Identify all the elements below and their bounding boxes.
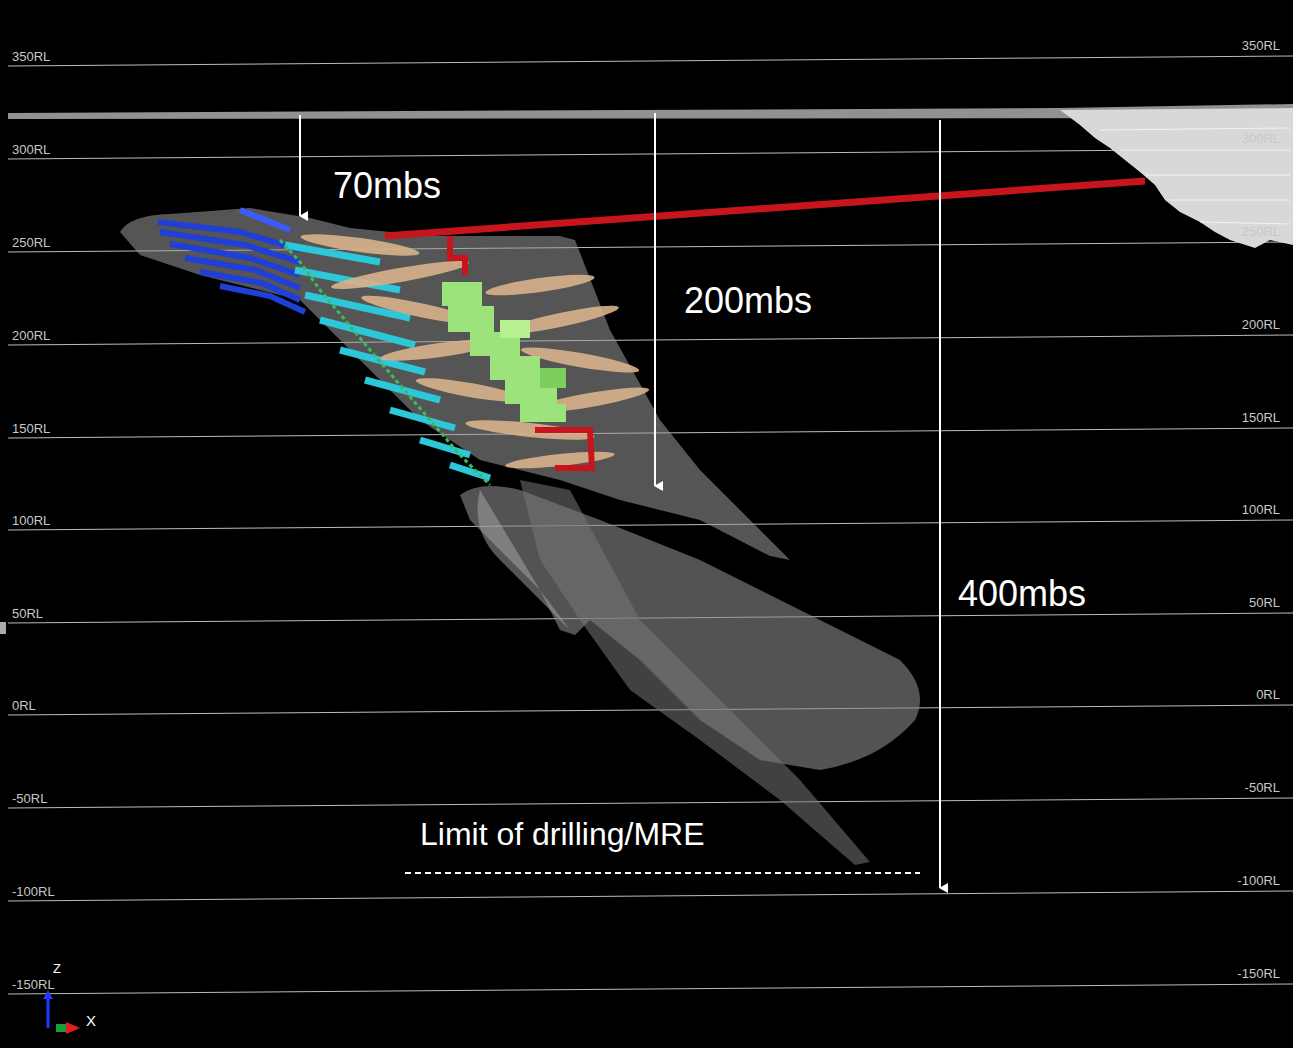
rl-label: -50RL [1245,781,1280,794]
rl-label: -150RL [12,978,55,991]
rl-label: 0RL [12,699,36,712]
stope [240,210,290,230]
decline-drive [385,181,1145,236]
pit-bench [1170,200,1290,201]
rl-label: 300RL [12,143,50,156]
pit-bench [1100,128,1290,130]
depth-label: 200mbs [684,283,812,319]
rl-label: 100RL [12,514,50,527]
stope [540,368,566,388]
rl-label: 250RL [1242,225,1280,238]
ore-wireframe [120,208,790,560]
ore-wireframe [478,490,574,633]
rl-label: 50RL [1249,596,1280,609]
depth-arrows [300,113,940,888]
stope [500,320,530,338]
axis-label: X [86,1013,96,1028]
stope-outline [280,240,490,485]
y-axis [56,1024,66,1032]
axis-triad [43,990,80,1034]
rl-label: 150RL [1242,411,1280,424]
rl-label: 350RL [12,50,50,63]
rl-label: 150RL [12,422,50,435]
rl-label: 250RL [12,236,50,249]
decline-ramp [535,430,592,468]
stope [320,320,415,345]
limit-label: Limit of drilling/MRE [420,818,705,850]
stope [200,272,300,300]
depth-label: 70mbs [333,168,441,204]
z-axis-head [43,990,53,999]
edge-marker [0,622,6,634]
depth-arrow [299,115,301,216]
axis-label: Z [53,962,61,975]
rl-line [8,56,1293,66]
rl-grid [8,56,1293,994]
rl-label: 350RL [1242,39,1280,52]
decline [385,181,1145,468]
stope-cyan [285,245,490,478]
pit-benches [1100,128,1290,224]
stope-green [442,282,566,422]
stope [520,404,566,422]
pit-bench [1145,175,1290,176]
rl-line [8,984,1293,994]
stope [220,286,305,312]
rl-label: -100RL [12,885,55,898]
z-axis [47,997,50,1028]
decline-ramp [450,236,465,275]
rl-line [8,149,1293,159]
ore-body [120,208,920,865]
open-pit [1060,108,1293,248]
rl-label: 100RL [1242,503,1280,516]
rl-line [8,891,1293,901]
rl-label: 200RL [1242,318,1280,331]
rl-label: 300RL [1242,132,1280,145]
depth-arrow [654,113,656,486]
rl-line [8,705,1293,715]
rl-label: -100RL [1237,874,1280,887]
drilling-limit-line [405,872,920,874]
rl-line [8,520,1293,530]
pit-bench [1120,150,1290,151]
stope [500,301,620,340]
ore-wireframe [520,480,870,865]
rl-line [8,335,1293,345]
x-axis [66,1022,80,1034]
stope [420,440,470,455]
stope [485,270,596,299]
pit-bench [1200,222,1290,224]
rl-label: -50RL [12,792,47,805]
rl-label: 50RL [12,607,43,620]
stope-tan [300,230,651,472]
stope [448,306,494,332]
rl-line [8,798,1293,808]
rl-label: -150RL [1237,967,1280,980]
stope-blue [158,210,305,312]
rl-label: 200RL [12,329,50,342]
stope [442,282,482,306]
depth-label: 400mbs [958,576,1086,612]
depth-arrow [939,120,941,888]
stope [490,356,540,380]
rl-label: 0RL [1256,688,1280,701]
